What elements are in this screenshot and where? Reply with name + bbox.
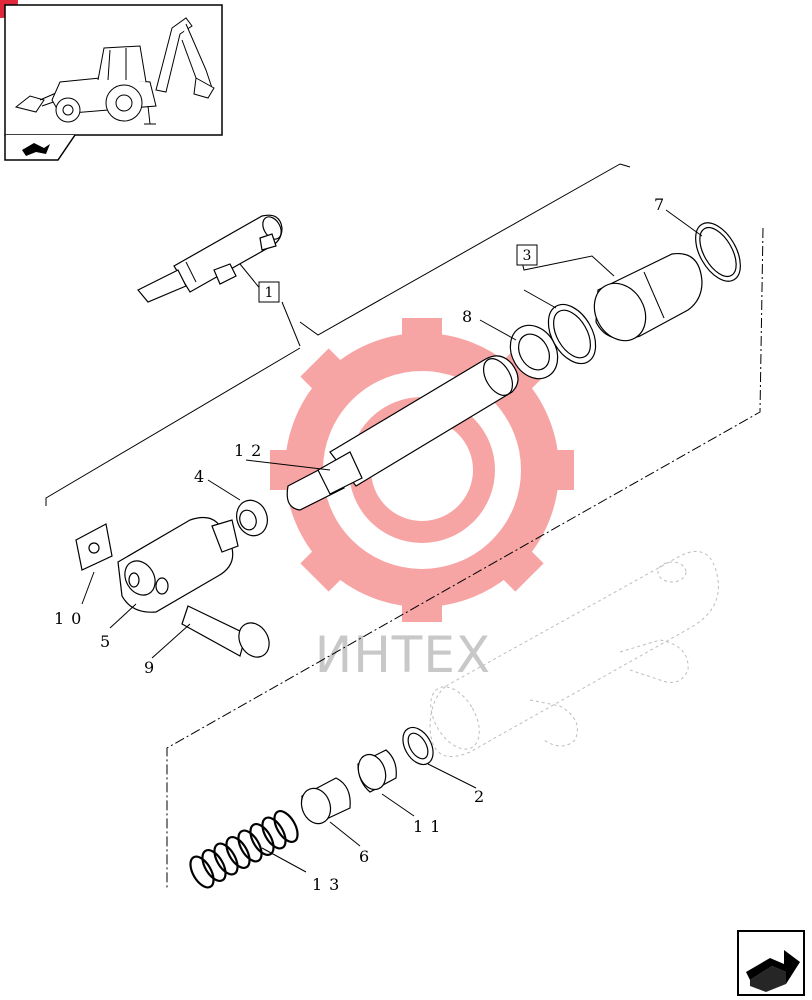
next-page-arrow-icon bbox=[746, 950, 800, 992]
piston-rod[interactable] bbox=[286, 354, 519, 511]
group-frame-upper bbox=[45, 163, 631, 506]
spring-coil bbox=[249, 823, 275, 856]
spring-coil bbox=[225, 836, 251, 869]
ghost-cylinder-barrel bbox=[429, 551, 719, 757]
centerline-frame bbox=[166, 227, 764, 890]
lock-plate[interactable] bbox=[75, 523, 113, 571]
callout-13: 13 bbox=[312, 875, 346, 894]
next-page-button[interactable] bbox=[737, 930, 805, 996]
callout-3: 3 bbox=[523, 248, 532, 264]
watermark-gear-tooth bbox=[300, 533, 359, 592]
callout-11: 11 bbox=[413, 817, 447, 836]
callout-box-3 bbox=[516, 244, 538, 266]
spring-coil bbox=[261, 816, 287, 850]
watermark-gear-tooth bbox=[485, 533, 544, 592]
o-ring[interactable] bbox=[686, 215, 749, 288]
bushing[interactable] bbox=[354, 749, 397, 793]
watermark-gear-tooth bbox=[402, 580, 442, 622]
spring-coil bbox=[237, 829, 263, 863]
callout-4: 4 bbox=[194, 467, 211, 486]
cylinder-head-gland[interactable] bbox=[584, 252, 703, 350]
callout-12: 12 bbox=[234, 441, 268, 460]
callout-6: 6 bbox=[359, 847, 376, 866]
thumbnail-frame[interactable] bbox=[4, 4, 223, 161]
piston[interactable] bbox=[297, 777, 351, 828]
callout-5: 5 bbox=[100, 632, 117, 651]
cylinder-assembly[interactable] bbox=[137, 214, 285, 303]
callout-10: 10 bbox=[54, 609, 88, 628]
wiper-seal[interactable] bbox=[501, 317, 567, 387]
spring-coils[interactable] bbox=[186, 807, 303, 891]
callout-1: 1 bbox=[265, 285, 274, 301]
callout-9: 9 bbox=[144, 658, 161, 677]
watermark-text: ИНТЕХ bbox=[315, 626, 491, 684]
rod-nut[interactable] bbox=[232, 496, 273, 540]
callout-2: 2 bbox=[474, 787, 491, 806]
spring-coil bbox=[213, 842, 239, 876]
clevis-pin[interactable] bbox=[181, 605, 275, 663]
spring-coil bbox=[189, 855, 215, 889]
callout-8: 8 bbox=[462, 307, 479, 326]
callout-box-1 bbox=[258, 281, 280, 303]
backhoe-loader-icon bbox=[14, 17, 215, 125]
callout-7: 7 bbox=[654, 195, 671, 214]
rod-eye-clevis[interactable] bbox=[117, 517, 239, 613]
spring-coil bbox=[273, 810, 299, 843]
gland-rings[interactable] bbox=[539, 296, 606, 371]
watermark-gear-tooth bbox=[532, 450, 574, 490]
spring-coil bbox=[201, 849, 227, 882]
watermark-gear-tooth bbox=[402, 318, 442, 360]
flip-arrow-icon bbox=[22, 143, 50, 156]
watermark-gear-tooth bbox=[300, 348, 359, 407]
piston-seal-ring[interactable] bbox=[397, 722, 440, 770]
